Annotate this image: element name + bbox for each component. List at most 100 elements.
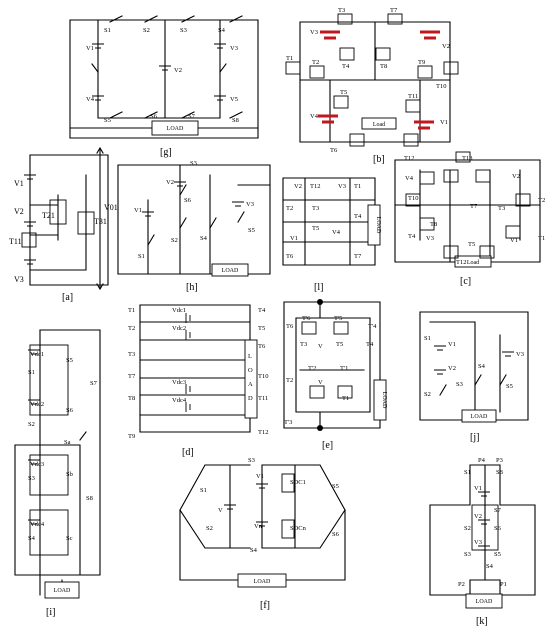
f-cell-sdcn: SDCn xyxy=(290,525,307,532)
load-label-h: LOAD xyxy=(222,268,239,274)
h-switch-s6: S6 xyxy=(184,197,192,204)
load-label-j: LOAD xyxy=(471,414,488,420)
b-switch-t8: T8 xyxy=(380,63,387,70)
e-switch-t4p: T'4 xyxy=(368,323,377,330)
load-box-l xyxy=(367,204,381,246)
d-source-vdc2: Vdc2 xyxy=(172,325,186,332)
d-source-vdc1: Vdc1 xyxy=(172,307,186,314)
panel-e: LOAD V V T6 T'6 T'5 T'4 T3 T5 T4 T'2 T'1… xyxy=(283,299,387,451)
h-source-v3: V3 xyxy=(246,201,254,208)
c-switch-t10: T10 xyxy=(408,195,418,202)
load-label-e: LOAD xyxy=(381,392,387,409)
load-box-g xyxy=(151,120,199,136)
caption-b: [b] xyxy=(373,154,385,165)
k-port-p1: P1 xyxy=(500,581,507,588)
l-switch-t5: T5 xyxy=(312,225,319,232)
b-switch-t7: T7 xyxy=(390,7,398,14)
f-switch-s3: S3 xyxy=(248,457,255,464)
f-source-v1: V1 xyxy=(256,473,264,480)
i-switch-s1: S1 xyxy=(28,369,35,376)
e-switch-t6: T6 xyxy=(286,323,294,330)
l-source-v2: V2 xyxy=(294,183,302,190)
a-output-v01: V01 xyxy=(104,203,118,212)
load-box-e xyxy=(373,379,387,421)
d-switch-t3: T3 xyxy=(128,351,135,358)
load-label-i: LOAD xyxy=(54,588,71,594)
e-switch-t3: T3 xyxy=(300,341,307,348)
l-source-v4: V4 xyxy=(332,229,341,236)
d-switch-t8: T8 xyxy=(128,395,135,402)
load-label-l: LOAD xyxy=(375,217,381,234)
g-switch-s1: S1 xyxy=(104,27,111,34)
caption-f: [f] xyxy=(260,600,270,611)
load-box-j xyxy=(461,409,497,423)
i-source-vdc1: Vdc1 xyxy=(30,351,44,358)
caption-c: [c] xyxy=(460,276,471,287)
i-switch-sb: Sb xyxy=(66,471,73,478)
i-switch-s2: S2 xyxy=(28,421,35,428)
c-source-v2: V2 xyxy=(512,173,520,180)
a-source-v3: V3 xyxy=(14,275,24,284)
k-port-p2: P2 xyxy=(458,581,465,588)
load-box-c xyxy=(454,255,492,268)
k-switch-s8: S8 xyxy=(496,469,503,476)
h-switch-s5: S5 xyxy=(248,227,255,234)
c-source-v4: V4 xyxy=(405,175,414,182)
i-switch-s5: S5 xyxy=(66,357,73,364)
g-source-v3: V3 xyxy=(230,45,238,52)
l-switch-t12: T12 xyxy=(310,183,320,190)
load-label-g: LOAD xyxy=(167,126,184,132)
e-switch-t2p: T'2 xyxy=(308,365,316,372)
d-switch-t7: T7 xyxy=(128,373,136,380)
b-switch-t5: T5 xyxy=(340,89,347,96)
load-box-b xyxy=(361,117,397,130)
a-switch-t21: T21 xyxy=(42,211,55,220)
l-source-v1: V1 xyxy=(290,235,298,242)
i-switch-s4: S4 xyxy=(28,535,36,542)
load-label-c: Load xyxy=(467,260,479,266)
e-source-v-top: V xyxy=(318,343,323,350)
g-switch-s4: S4 xyxy=(218,27,226,34)
panel-k: LOAD P4 P3 P2 P1 V1 V2 V3 S1 S8 S7 S2 S6… xyxy=(429,457,536,627)
load-letter-a: A xyxy=(248,381,253,388)
c-switch-t8: T8 xyxy=(430,221,437,228)
c-switch-t4: T4 xyxy=(408,233,416,240)
b-source-v3: V3 xyxy=(310,29,318,36)
b-source-v2: V2 xyxy=(442,43,450,50)
e-switch-t3p: T'3 xyxy=(284,419,292,426)
b-switch-t3: T3 xyxy=(338,7,345,14)
e-switch-t2: T2 xyxy=(286,377,293,384)
j-switch-s2: S2 xyxy=(424,391,431,398)
panel-i: LOAD Vdc1 Vdc2 Vdc3 Vdc4 S1 S2 S3 S4 S5 … xyxy=(14,329,101,618)
c-source-v3: V3 xyxy=(426,235,434,242)
k-source-v2: V2 xyxy=(474,513,482,520)
f-switch-s5: S5 xyxy=(332,483,339,490)
load-label-f: LOAD xyxy=(254,579,271,585)
i-switch-sa: Sa xyxy=(64,439,71,446)
g-switch-s8: S8 xyxy=(232,117,239,124)
j-switch-s4: S4 xyxy=(478,363,486,370)
j-source-v2: V2 xyxy=(448,365,456,372)
a-source-v2: V2 xyxy=(14,207,24,216)
h-switch-s2: S2 xyxy=(171,237,178,244)
caption-h: [h] xyxy=(186,282,198,293)
b-switch-t2: T2 xyxy=(312,59,319,66)
i-switch-sc: Sc xyxy=(66,535,73,542)
j-source-v1: V1 xyxy=(448,341,456,348)
b-switch-t6: T6 xyxy=(330,147,338,154)
a-source-v1: V1 xyxy=(14,179,24,188)
a-switch-t31: T31 xyxy=(94,217,107,226)
e-switch-t1p: T'1 xyxy=(340,365,348,372)
load-box-k xyxy=(465,593,503,609)
k-switch-s2: S2 xyxy=(464,525,471,532)
a-switch-t11: T11 xyxy=(9,237,22,246)
panel-f: LOAD V V1 Vn SDC1 SDCn S1 S2 S3 S4 S5 S6… xyxy=(179,457,346,611)
panel-l: LOAD V2 V3 V1 V4 T12 T1 T2 T3 T4 T5 T6 T… xyxy=(282,177,381,293)
g-switch-s6: S6 xyxy=(150,113,158,120)
load-letter-l: L xyxy=(248,353,252,360)
c-switch-t3: T3 xyxy=(498,205,505,212)
f-switch-s2: S2 xyxy=(206,525,213,532)
k-switch-s6: S6 xyxy=(494,525,502,532)
load-letter-d: D xyxy=(248,395,253,402)
caption-a: [a] xyxy=(62,292,73,303)
